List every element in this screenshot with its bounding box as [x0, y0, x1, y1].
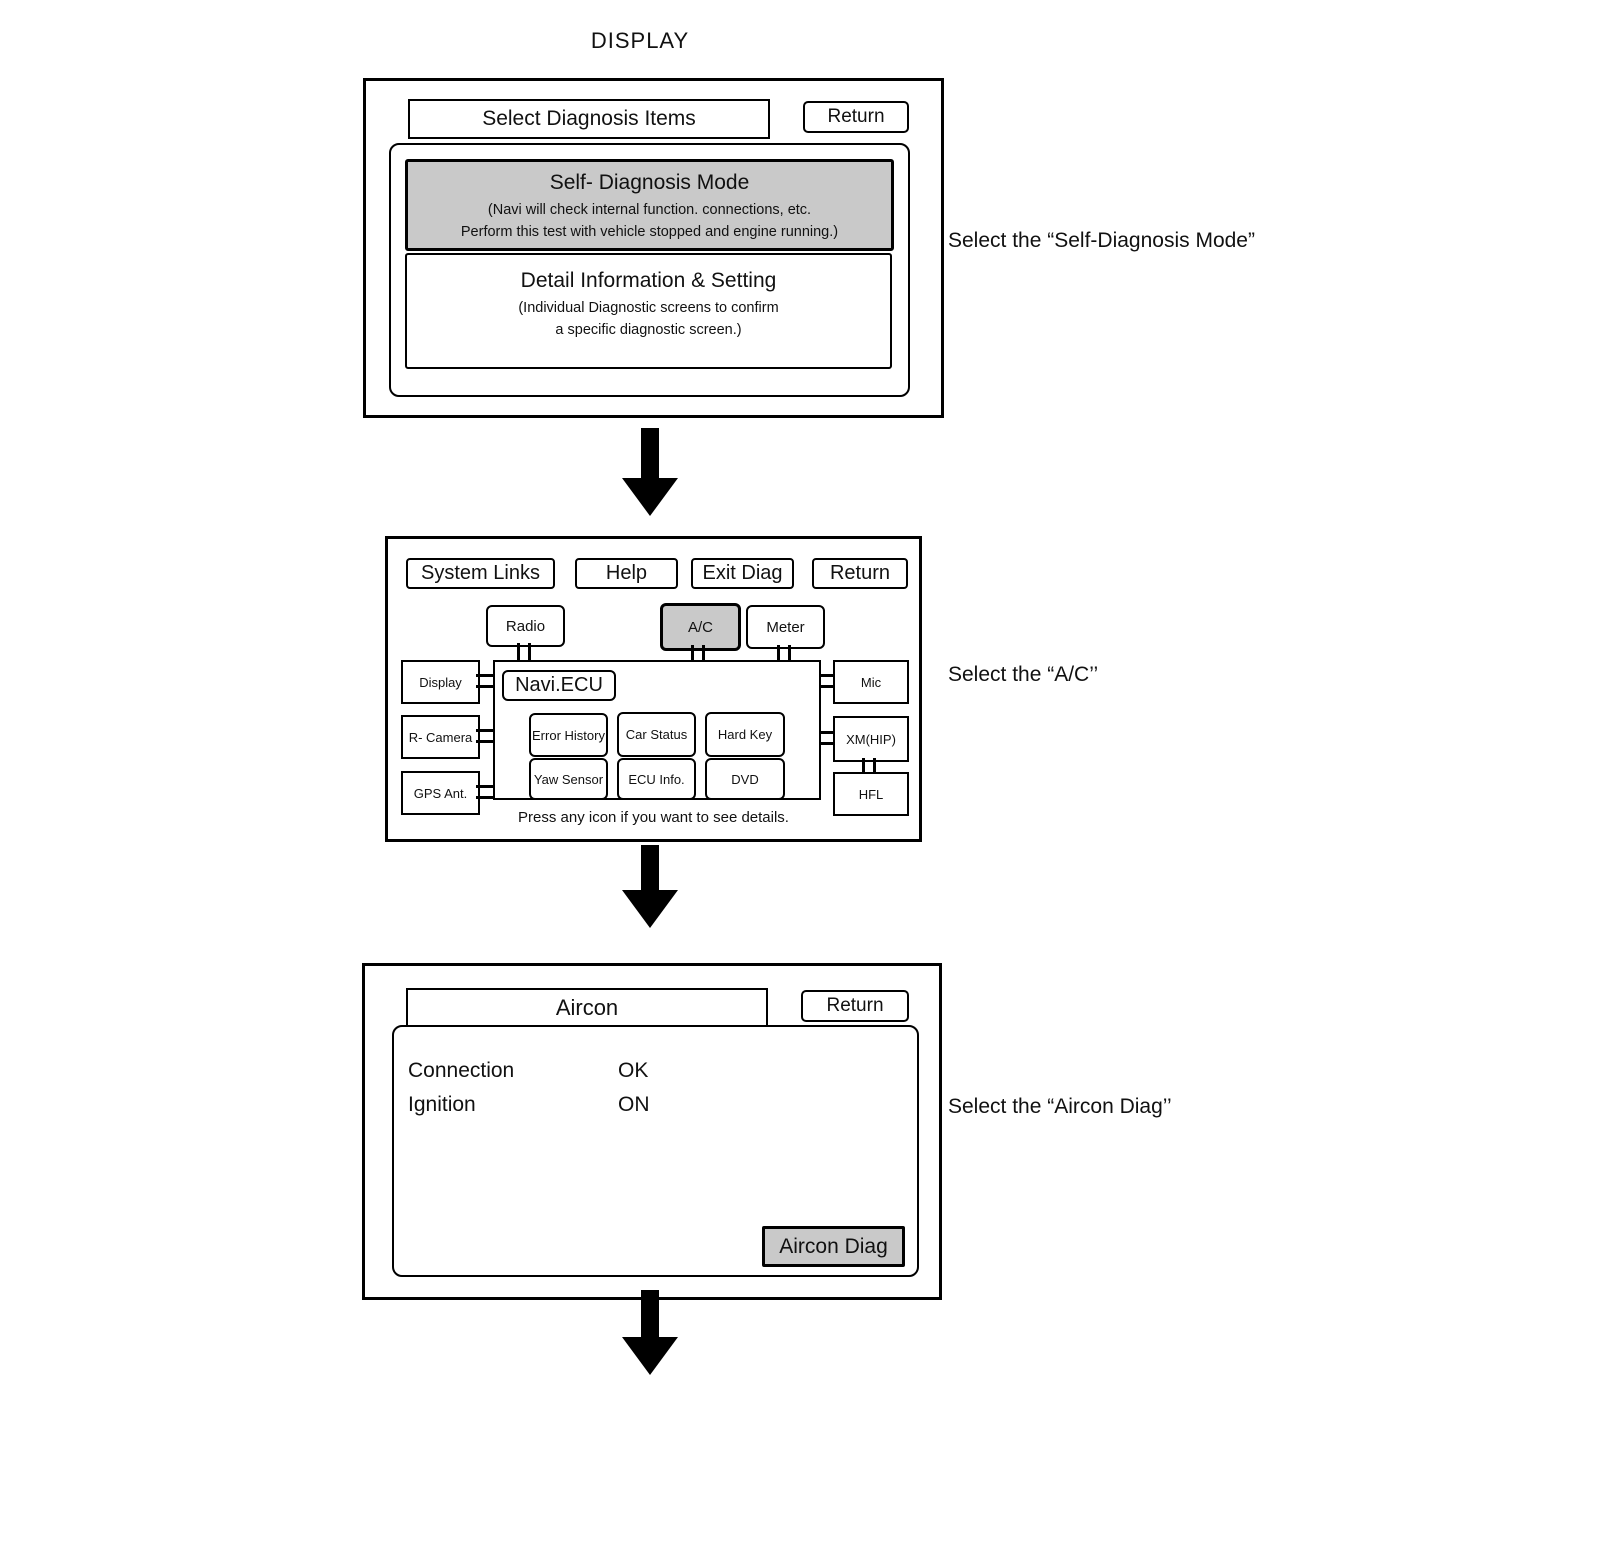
option-title: Detail Information & Setting — [520, 269, 777, 292]
node-yaw-sensor[interactable]: Yaw Sensor — [529, 758, 608, 800]
screen-system-links: System Links Help Exit Diag Return Radio… — [385, 536, 922, 842]
option-description-line2: Perform this test with vehicle stopped a… — [460, 224, 839, 240]
option-description-line1: (Navi will check internal function. conn… — [487, 202, 812, 218]
help-button[interactable]: Help — [575, 558, 678, 589]
connector-gpsant-ecu — [476, 785, 493, 799]
status-value: OK — [618, 1059, 649, 1082]
flow-down-arrow-icon — [620, 845, 680, 928]
screen3-titlebar: Aircon — [406, 988, 768, 1028]
connector-xmhip-hfl — [862, 758, 876, 772]
navi-ecu-label: Navi.ECU — [502, 670, 616, 701]
screen3-return-button[interactable]: Return — [801, 990, 909, 1022]
screen1-titlebar: Select Diagnosis Items — [408, 99, 770, 139]
flow-down-arrow-icon — [620, 1290, 680, 1375]
node-mic[interactable]: Mic — [833, 660, 909, 704]
node-error-history[interactable]: Error History — [529, 713, 608, 757]
connector-rcamera-ecu — [476, 729, 493, 743]
node-gps-antenna[interactable]: GPS Ant. — [401, 771, 480, 815]
node-ecu-info[interactable]: ECU Info. — [617, 758, 696, 800]
option-description-line2: a specific diagnostic screen.) — [555, 322, 742, 338]
status-label: Connection — [408, 1059, 515, 1082]
connector-xmhip-ecu — [817, 731, 833, 745]
connector-meter-ecu — [777, 645, 791, 660]
node-meter[interactable]: Meter — [746, 605, 825, 649]
screen-select-diagnosis: Select Diagnosis Items Return Self- Diag… — [363, 78, 944, 418]
system-links-button[interactable]: System Links — [406, 558, 555, 589]
connector-mic-ecu — [817, 674, 833, 688]
node-xm-hip[interactable]: XM(HIP) — [833, 716, 909, 762]
node-radio[interactable]: Radio — [486, 605, 565, 647]
aircon-status-panel: Connection OK Ignition ON Aircon Diag — [392, 1025, 919, 1277]
screen1-options-panel: Self- Diagnosis Mode (Navi will check in… — [389, 143, 910, 397]
node-hfl[interactable]: HFL — [833, 772, 909, 816]
option-self-diagnosis-mode[interactable]: Self- Diagnosis Mode (Navi will check in… — [405, 159, 894, 251]
status-label: Ignition — [408, 1093, 476, 1116]
node-rear-camera[interactable]: R- Camera — [401, 715, 480, 759]
option-title: Self- Diagnosis Mode — [549, 171, 750, 194]
connector-ac-ecu — [691, 645, 705, 660]
status-row-ignition: Ignition ON — [408, 1093, 650, 1117]
option-detail-information-setting[interactable]: Detail Information & Setting (Individual… — [405, 253, 892, 369]
aircon-diag-button[interactable]: Aircon Diag — [762, 1226, 905, 1267]
screen-aircon: Aircon Return Connection OK Ignition ON … — [362, 963, 942, 1300]
exit-diag-button[interactable]: Exit Diag — [691, 558, 794, 589]
node-display[interactable]: Display — [401, 660, 480, 704]
screen1-return-button[interactable]: Return — [803, 101, 909, 133]
annotation-step3: Select the “Aircon Diag’’ — [948, 1095, 1172, 1118]
annotation-step1: Select the “Self-Diagnosis Mode” — [948, 229, 1255, 252]
screen2-footnote: Press any icon if you want to see detail… — [518, 809, 789, 826]
screen2-return-button[interactable]: Return — [812, 558, 908, 589]
option-description-line1: (Individual Diagnostic screens to confir… — [518, 300, 779, 316]
status-value: ON — [618, 1093, 650, 1116]
node-ac-selected[interactable]: A/C — [660, 603, 741, 651]
flow-down-arrow-icon — [620, 428, 680, 516]
annotation-step2: Select the “A/C’’ — [948, 663, 1099, 686]
node-car-status[interactable]: Car Status — [617, 712, 696, 757]
navi-ecu-box: Navi.ECU Error History Car Status Hard K… — [493, 660, 821, 800]
status-row-connection: Connection OK — [408, 1059, 648, 1083]
page-title: DISPLAY — [590, 28, 690, 53]
node-dvd[interactable]: DVD — [705, 758, 785, 800]
node-hard-key[interactable]: Hard Key — [705, 712, 785, 757]
connector-radio-ecu — [517, 643, 531, 660]
connector-display-ecu — [476, 674, 493, 688]
